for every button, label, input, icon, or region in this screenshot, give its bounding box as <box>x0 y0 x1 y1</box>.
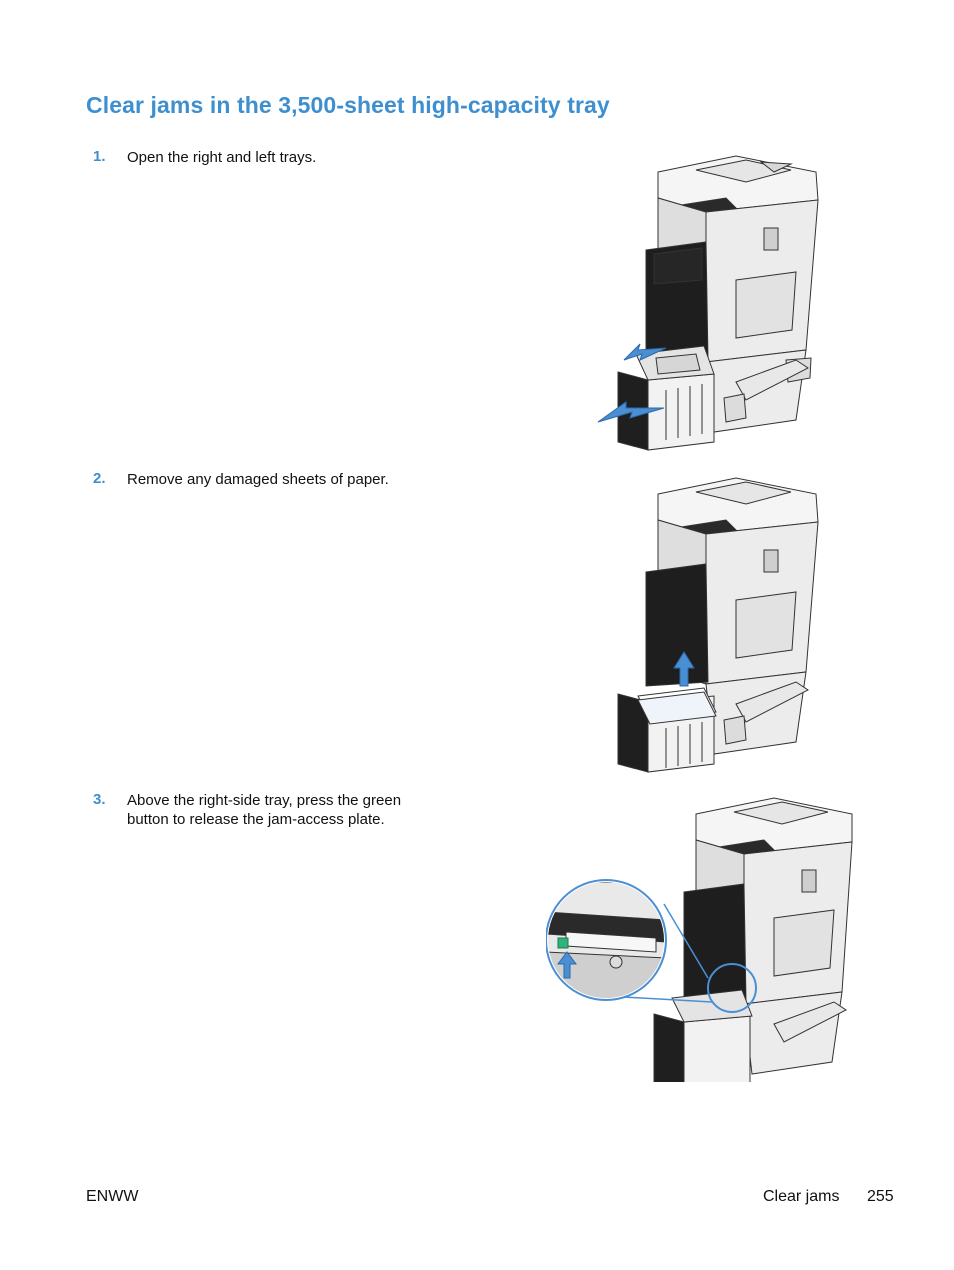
step-1-number: 1. <box>93 148 106 165</box>
magnifier-callout <box>546 879 667 1001</box>
footer-page-number: 255 <box>867 1188 894 1205</box>
printer-illustration-step-2 <box>617 477 819 773</box>
footer-left: ENWW <box>86 1188 139 1205</box>
step-2-number: 2. <box>93 470 106 487</box>
printer-illustration-step-3 <box>546 797 853 1082</box>
arrow-icon <box>557 951 577 979</box>
step-1-text: Open the right and left trays. <box>127 149 317 166</box>
step-2-text: Remove any damaged sheets of paper. <box>127 471 389 488</box>
footer-section: Clear jams <box>763 1188 840 1205</box>
page-title: Clear jams in the 3,500-sheet high-capac… <box>86 92 610 118</box>
step-3-text: Above the right-side tray, press the gre… <box>127 792 402 828</box>
printer-illustration-step-1 <box>597 155 819 451</box>
step-3-number: 3. <box>93 791 106 808</box>
